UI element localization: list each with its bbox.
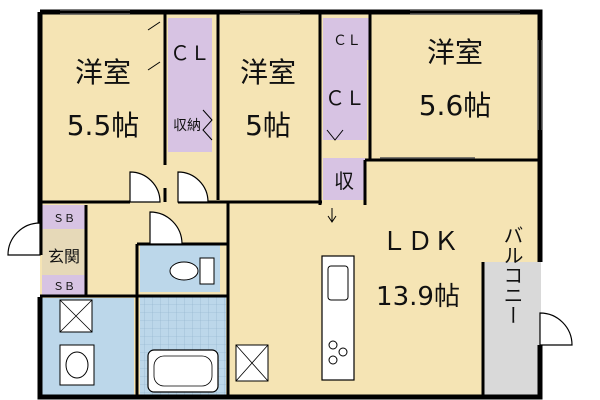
closet-door-marks bbox=[147, 21, 344, 141]
washing-machine-mark bbox=[59, 299, 93, 333]
windows bbox=[60, 9, 543, 159]
kitchen-sink bbox=[327, 265, 349, 301]
western-room-2-size: 5帖 bbox=[245, 109, 291, 142]
storage-1-floor bbox=[168, 102, 212, 152]
closet-1-floor bbox=[168, 18, 212, 102]
fridge-space-mark bbox=[235, 344, 269, 382]
storage-1-label: 収納 bbox=[173, 118, 201, 134]
western-room-3-name: 洋室 bbox=[427, 36, 483, 69]
stove-burner-3 bbox=[328, 355, 338, 365]
closet-1-label: ＣＬ bbox=[170, 41, 210, 65]
closet-2-small-label: ＣＬ bbox=[333, 33, 361, 49]
western-room-3-size: 5.6帖 bbox=[419, 89, 492, 122]
closet-2-small-floor bbox=[323, 18, 371, 60]
entrance-floor bbox=[42, 229, 86, 275]
western-room-2-name: 洋室 bbox=[240, 56, 296, 89]
balcony-floor bbox=[483, 262, 541, 396]
ldk-name: ＬＤＫ bbox=[381, 227, 459, 257]
exterior-walls bbox=[37, 9, 543, 400]
sink-bowl bbox=[65, 351, 89, 379]
closet-2-label: ＣＬ bbox=[325, 86, 365, 110]
western-room-1-floor bbox=[40, 12, 165, 202]
bathtub-inner bbox=[153, 355, 213, 387]
stove-burner-1 bbox=[328, 340, 338, 350]
ldk-size: 13.9帖 bbox=[376, 282, 460, 312]
closet-2-floor bbox=[323, 60, 367, 140]
shoebox-bottom-floor bbox=[42, 275, 86, 295]
shoebox-top-label: ＳＢ bbox=[53, 212, 75, 225]
shoebox-top-floor bbox=[42, 205, 86, 229]
entrance-label: 玄関 bbox=[48, 247, 80, 266]
balcony-label: バルコニー bbox=[500, 225, 524, 325]
shoebox-bottom-label: ＳＢ bbox=[53, 280, 75, 293]
toilet-tank bbox=[199, 257, 215, 285]
arrow-down-icon bbox=[327, 208, 337, 223]
storage-2-label: 収 bbox=[334, 169, 354, 193]
western-room-3-floor bbox=[370, 12, 540, 160]
western-room-1-name: 洋室 bbox=[75, 56, 131, 89]
doors bbox=[7, 171, 573, 346]
stove-burner-2 bbox=[338, 347, 348, 357]
toilet-bowl bbox=[169, 261, 199, 281]
storage-2-floor bbox=[323, 158, 365, 200]
western-room-1-size: 5.5帖 bbox=[67, 109, 140, 142]
